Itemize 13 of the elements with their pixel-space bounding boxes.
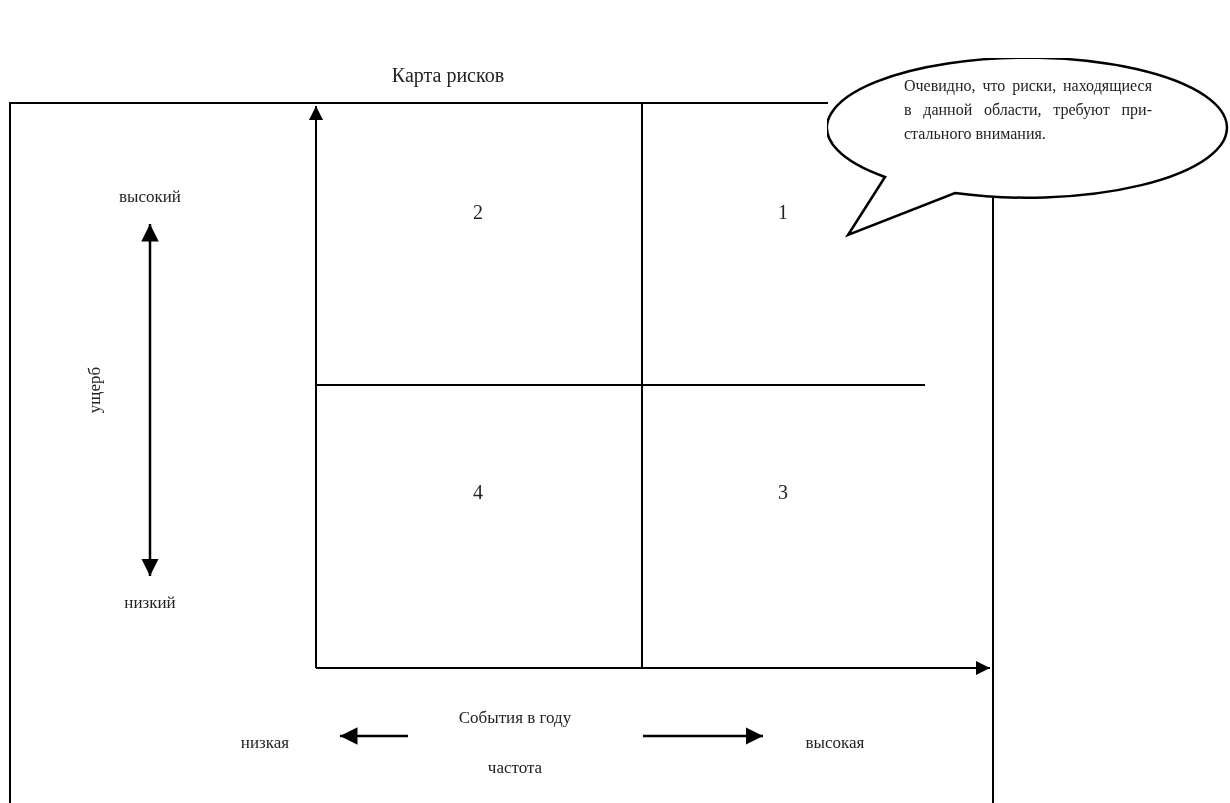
axis-label: высокий [119, 186, 181, 208]
axis-title: ущерб [84, 366, 105, 414]
title: Карта рисков [390, 63, 506, 88]
quadrant-number: 1 [778, 200, 788, 224]
quadrant-number: 4 [473, 480, 483, 504]
axis-label: высокая [805, 732, 865, 754]
axis-label: События в году [458, 707, 572, 729]
axis-label: низкий [124, 592, 176, 614]
quadrant-number: 2 [473, 200, 483, 224]
axis-label: частота [487, 757, 543, 779]
axis-label: низкая [240, 732, 290, 754]
callout-text: Очевидно, что риски, находящиеся в данной области, требуют при-стального внимания. [904, 76, 1152, 144]
quadrant-number: 3 [778, 480, 788, 504]
